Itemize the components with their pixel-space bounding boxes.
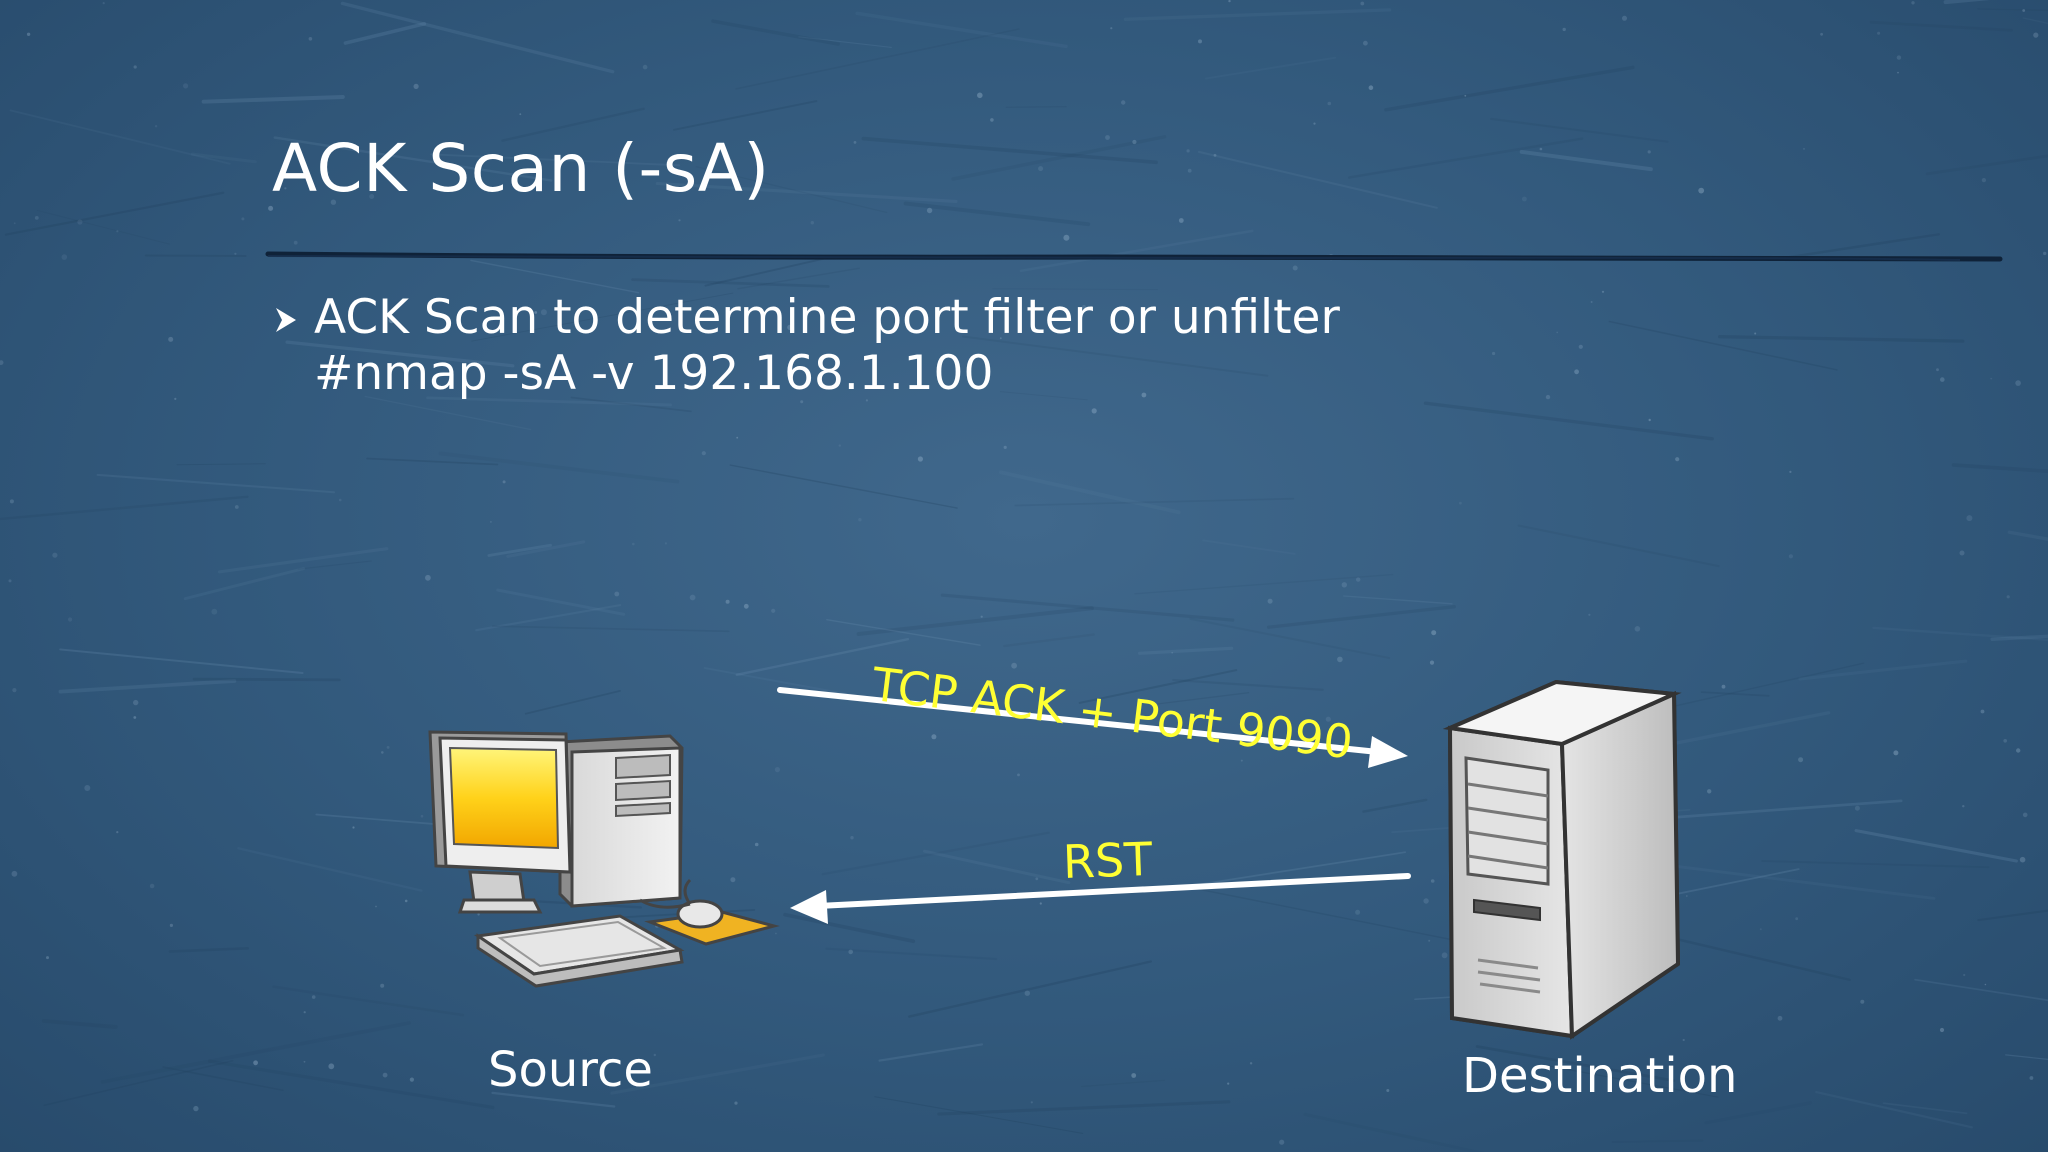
rst-response-arrow	[790, 873, 1411, 924]
source-label: Source	[488, 1042, 653, 1098]
bullet-line-description: ACK Scan to determine port filter or unf…	[314, 290, 1340, 345]
pc-tower	[558, 734, 684, 908]
destination-label: Destination	[1462, 1048, 1738, 1104]
rst-response-label: RST	[1062, 831, 1154, 889]
source-computer-icon	[428, 730, 780, 988]
destination-server-icon	[1442, 679, 1682, 1040]
bullet-item: ACK Scan to determine port filter or unf…	[274, 290, 1340, 402]
arrowhead-bullet-icon	[276, 308, 296, 332]
pc-mouse	[639, 878, 780, 946]
pc-monitor	[428, 730, 572, 914]
pc-keyboard	[473, 914, 685, 988]
bullet-line-command: #nmap -sA -v 192.168.1.100	[314, 346, 994, 401]
slide-title: ACK Scan (-sA)	[272, 130, 770, 207]
ack-request-arrow	[777, 687, 1408, 768]
bullet-text: ACK Scan to determine port filter or unf…	[314, 290, 1340, 402]
